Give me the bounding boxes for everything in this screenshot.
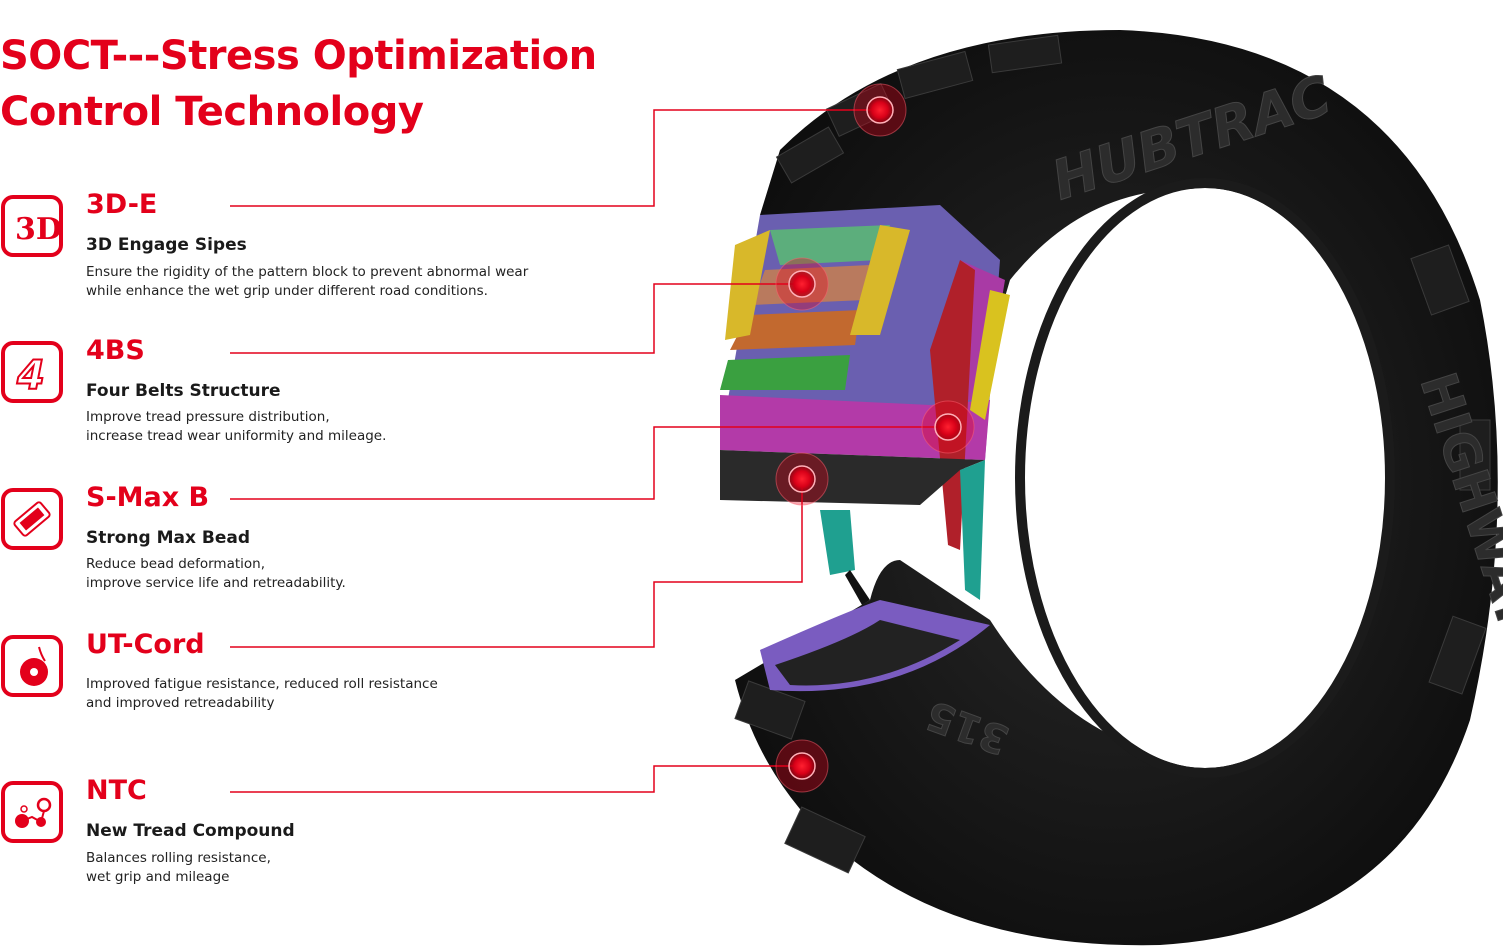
callout-markers	[775, 83, 975, 793]
cord-icon	[1, 635, 63, 697]
svg-text:4: 4	[16, 353, 45, 399]
marker-4bs	[775, 257, 829, 311]
leader-lines	[230, 109, 948, 793]
marker-s-max-b	[921, 400, 975, 454]
bead-icon	[1, 488, 63, 550]
marker-ntc	[775, 739, 829, 793]
svg-text:3D: 3D	[15, 212, 59, 247]
marker-ut-cord	[775, 452, 829, 506]
page-title: SOCT---Stress Optimization Control Techn…	[0, 33, 597, 135]
four-belts-icon: 4	[1, 341, 63, 403]
3d-icon: 3D	[1, 195, 63, 257]
marker-3d-e	[853, 83, 907, 137]
molecule-icon	[1, 781, 63, 843]
